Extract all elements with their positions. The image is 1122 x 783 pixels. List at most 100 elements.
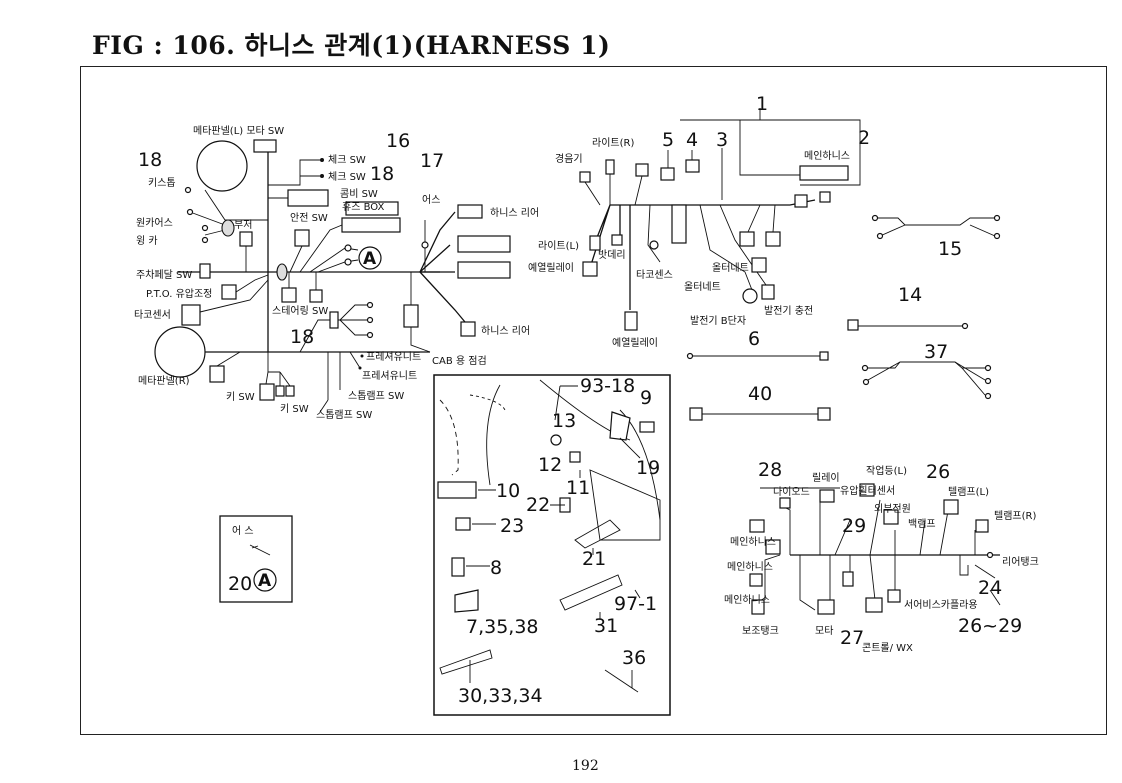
- buzzer-body: [239, 231, 253, 247]
- pressure-unit-wire: [349, 351, 361, 369]
- part-number-21: 21: [582, 548, 606, 570]
- rear-harness-connector-2: [457, 235, 511, 253]
- main-harness-connector-3: [751, 599, 765, 615]
- tacho-sensor-wire: [199, 279, 269, 313]
- part-number-17: 17: [420, 150, 444, 172]
- label-controller-wx: 콘트롤/ WX: [862, 642, 913, 654]
- part-number-30-33-34: 30,33,34: [458, 685, 543, 707]
- main-harness-connector: [799, 165, 849, 181]
- part-number-14: 14: [898, 284, 922, 306]
- engine-harness: [579, 108, 861, 331]
- part-number-7-35-38: 7,35,38: [466, 616, 539, 638]
- pin-36: [604, 669, 639, 693]
- labels: 메타판넬(L) 모타 SW 체크 SW 체크 SW 콤비 SW 휴즈 BOX 안…: [134, 125, 1039, 654]
- part-number-18-bottom: 18: [290, 326, 314, 348]
- part-number-28: 28: [758, 459, 782, 481]
- earth-point-a: [358, 246, 382, 270]
- label-harness-rear-2: 하니스 리어: [481, 324, 530, 337]
- label-pressure-unit-1: 프레셔유니트: [366, 351, 421, 363]
- part-number-1: 1: [756, 93, 768, 115]
- label-parking-pedal: 주차페달 SW: [136, 269, 192, 281]
- grommet-8: [451, 557, 465, 577]
- connector-5: [660, 167, 675, 181]
- label-check-sw-2: 체크 SW: [328, 171, 366, 183]
- label-service-coupler: 서어비스카플라용: [904, 599, 978, 611]
- label-pto: P.T.O. 유압조정: [146, 287, 212, 300]
- generator-charge-connector: [761, 284, 775, 300]
- relay-box: [819, 489, 835, 503]
- part-number-23: 23: [500, 515, 524, 537]
- label-cab-check: CAB 용 점검: [432, 355, 487, 367]
- part-number-9: 9: [640, 387, 652, 409]
- meter-panel-l: [196, 140, 248, 192]
- earth-point-a-detail: [253, 568, 277, 592]
- label-alternator-2: 올터네트: [684, 281, 721, 293]
- label-meter-panel-r: 메타판넬(R): [138, 375, 190, 387]
- label-oil-temp-sensor: 유압휠터센서: [840, 484, 895, 497]
- part-number-4: 4: [686, 129, 698, 151]
- label-key-sw-2: 키 SW: [280, 403, 309, 415]
- group-1-bracket: [680, 119, 861, 186]
- part-number-12: 12: [538, 454, 562, 476]
- rear-cab-harness: [749, 483, 1001, 615]
- preheat-relay-connector-2: [624, 311, 638, 331]
- label-main-harness-top: 메인하니스: [804, 149, 850, 162]
- part-number-3: 3: [716, 129, 728, 151]
- label-stop-lamp-sw-2: 스톱램프 SW: [316, 409, 372, 421]
- label-combi-sw: 콤비 SW: [340, 188, 378, 200]
- meter-panel-r: [154, 326, 206, 378]
- label-harness-rear-1: 하니스 리어: [490, 206, 539, 219]
- earth-detail-box: A: [219, 515, 293, 603]
- label-earth-box: 어 스: [232, 525, 254, 537]
- washer-wire: [189, 211, 226, 226]
- small-harnesses: [686, 214, 1001, 421]
- label-fuse-box: 휴즈 BOX: [342, 201, 384, 213]
- part-number-11: 11: [566, 477, 590, 499]
- key-sw-wire: [267, 352, 280, 373]
- rear-harness-connector-3: [457, 261, 511, 279]
- winker-wire: [204, 229, 226, 236]
- part-number-26-29: 26~29: [958, 615, 1022, 637]
- part-number-10: 10: [496, 480, 520, 502]
- clip-23: [455, 517, 471, 531]
- label-main-harness-2: 메인하니스: [727, 560, 773, 573]
- nut-12: [569, 451, 581, 463]
- parking-pedal-connector: [199, 263, 211, 279]
- cab-detail-box: [433, 374, 671, 716]
- washer-13: [550, 434, 562, 446]
- label-relay: 릴레이: [812, 471, 840, 484]
- engine-harness-trunk: [610, 199, 816, 206]
- label-work-light-l: 작업등(L): [866, 464, 907, 477]
- fuse-box-connector: [345, 201, 399, 216]
- label-diode: 다이오드: [773, 486, 810, 498]
- check-sw-wire-1: [268, 159, 320, 186]
- main-harness-connector-2: [749, 573, 763, 587]
- part-number-15: 15: [938, 238, 962, 260]
- detail-frame: [433, 374, 671, 716]
- label-key-stop: 키스톱: [148, 177, 176, 189]
- part-number-5: 5: [662, 129, 674, 151]
- safety-sw-connector: [294, 229, 310, 247]
- label-pressure-unit-2: 프레셔유니트: [362, 370, 417, 382]
- label-preheat-relay-1: 예열릴레이: [528, 261, 574, 274]
- earth-a-wire-2: [317, 259, 359, 273]
- horn-connector: [579, 171, 591, 183]
- harness-40-connector-b: [817, 407, 831, 421]
- part-number-36: 36: [622, 647, 646, 669]
- label-main-harness-3: 메인하니스: [724, 593, 770, 606]
- part-number-8: 8: [490, 557, 502, 579]
- part-numbers: 1 2 3 4 5 6 14 15 16 17 18 18 18 37 40 9…: [138, 93, 1022, 707]
- harness-40-connector-a: [689, 407, 703, 421]
- rear-harness-wire-1: [419, 211, 456, 273]
- part-number-16: 16: [386, 130, 410, 152]
- safety-sw-wire: [289, 245, 303, 273]
- steering-sw-connector: [281, 287, 297, 303]
- harness-14-connector: [847, 319, 859, 331]
- part-number-37: 37: [924, 341, 948, 363]
- tacho-sensor-connector: [181, 304, 201, 326]
- part-number-18-left: 18: [138, 149, 162, 171]
- label-winker: 윙 카: [136, 235, 158, 247]
- label-check-sw-1: 체크 SW: [328, 154, 366, 166]
- bracket-21: [574, 519, 621, 549]
